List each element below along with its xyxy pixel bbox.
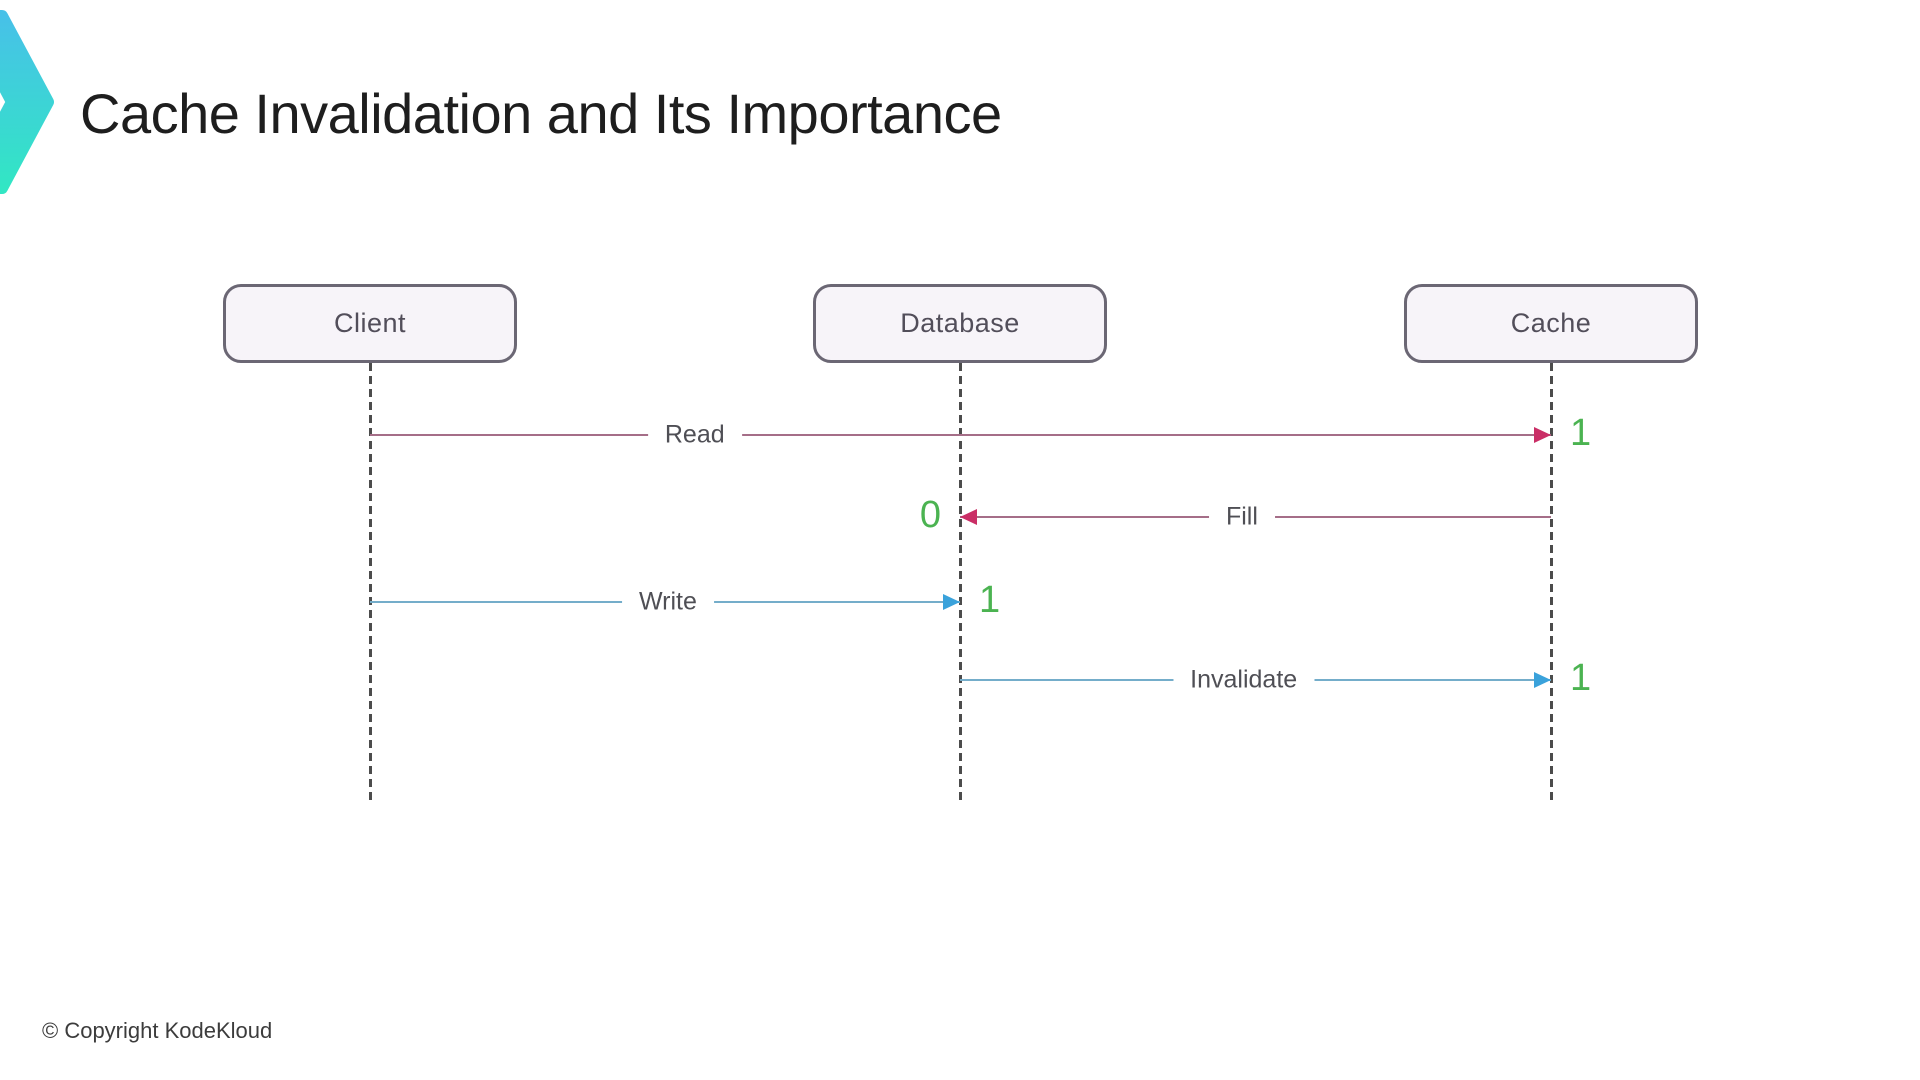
copyright-footer: © Copyright KodeKloud <box>42 1018 273 1043</box>
message-read: Read 1 <box>370 412 1591 456</box>
lifeline-database <box>958 363 962 800</box>
actor-box-client: Client <box>223 284 517 363</box>
arrow-right-icon <box>1534 427 1551 443</box>
message-label: Fill <box>1208 500 1275 534</box>
message-write: Write 1 <box>370 579 1000 623</box>
kodekloud-logo-icon <box>0 4 80 219</box>
message-line <box>370 434 1551 436</box>
actor-box-cache: Cache <box>1404 284 1698 363</box>
actor-label: Cache <box>1510 308 1592 338</box>
message-fill: Fill 0 <box>920 494 1551 538</box>
lifeline-cache <box>1549 363 1553 800</box>
message-value: 1 <box>979 579 1001 622</box>
arrow-right-icon <box>1534 672 1551 688</box>
message-value: 0 <box>919 494 941 537</box>
actor-label: Client <box>333 308 407 338</box>
arrow-right-icon <box>943 594 960 610</box>
message-invalidate: Invalidate 1 <box>960 657 1591 701</box>
arrow-left-icon <box>960 509 977 525</box>
message-value: 1 <box>1570 657 1592 700</box>
actor-label: Database <box>900 308 1020 338</box>
message-label: Invalidate <box>1173 663 1315 697</box>
lifeline-client <box>368 363 372 800</box>
message-label: Write <box>622 585 714 619</box>
actor-box-database: Database <box>813 284 1107 363</box>
message-value: 1 <box>1570 412 1592 455</box>
page-title: Cache Invalidation and Its Importance <box>80 82 1002 145</box>
message-label: Read <box>647 418 742 452</box>
